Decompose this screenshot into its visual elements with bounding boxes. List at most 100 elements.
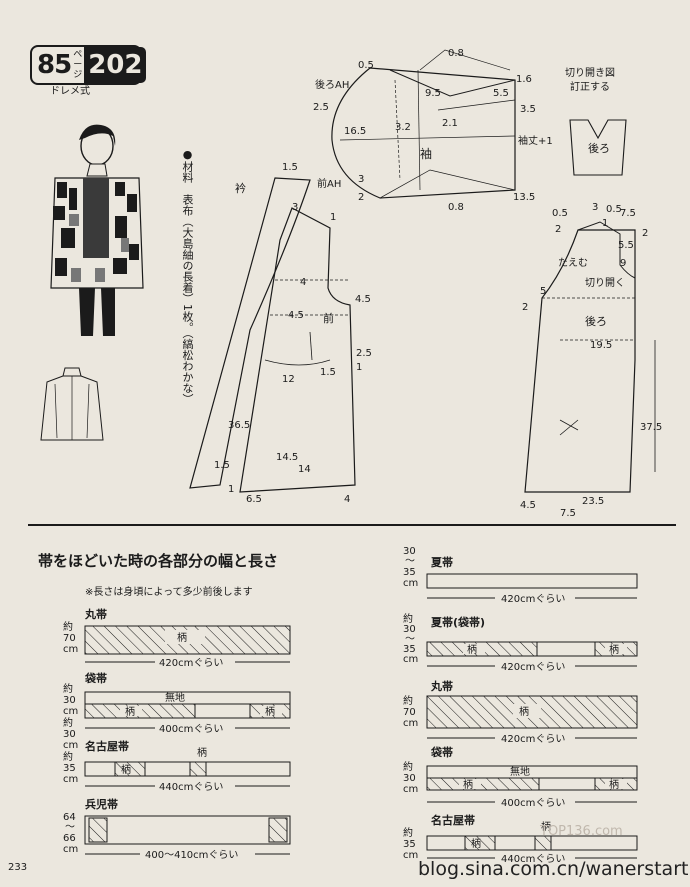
obi-pattern-label: 柄: [121, 763, 131, 776]
obi-width: cm: [63, 774, 78, 785]
dim: 1: [330, 212, 336, 223]
sleeve-front-ah: 前AH: [317, 177, 341, 190]
obi-section-title: 帯をほどいた時の各部分の幅と長さ: [38, 552, 279, 570]
correction-subtitle: 訂正する: [570, 80, 610, 93]
obi-width: 約: [403, 694, 413, 707]
dim: 4: [344, 494, 350, 505]
back-view-sketch: [40, 367, 104, 441]
obi-length: 420cmぐらい: [501, 593, 565, 605]
obi-pattern-label: 柄: [467, 643, 477, 656]
dim: 9: [620, 258, 626, 269]
dim: 0.5: [552, 208, 568, 219]
obi-width: 35: [403, 567, 416, 578]
model-number: 202: [84, 47, 147, 83]
obi-pattern-label: 柄: [463, 778, 473, 791]
obi-width: 70: [403, 707, 416, 718]
obi-width: 30: [403, 773, 416, 784]
dim: 0.5: [358, 60, 374, 71]
obi-width: 35: [63, 763, 76, 774]
page-number-label: 85: [37, 50, 72, 80]
style-label: ドレメ式: [50, 86, 90, 97]
pattern-number-badge: 85 ページ 202: [30, 45, 147, 85]
sleeve-labels: 後ろAH 前AH 袖 袖丈+1 0.5 0.8 1.6 2.5 9.5 5.5 …: [313, 48, 553, 213]
dim: 12: [282, 374, 295, 385]
sleeve-back-ah: 後ろAH: [315, 78, 349, 91]
obi-pattern-label: 柄: [177, 631, 187, 644]
dim: 3: [358, 174, 364, 185]
dim: 37.5: [640, 422, 662, 433]
dim: 13.5: [513, 192, 535, 203]
obi-width: 30: [63, 729, 76, 740]
obi-plain-label: 無地: [165, 691, 185, 704]
obi-width: 約: [403, 826, 413, 839]
obi-width: 30: [403, 546, 416, 557]
dim: 3: [592, 202, 598, 213]
obi-width: 35: [403, 644, 416, 655]
front-name: 前: [323, 311, 334, 325]
obi-width: cm: [403, 578, 418, 589]
section-divider: [28, 524, 676, 526]
obi-name: 夏帯(袋帯): [431, 615, 485, 629]
obi-width: cm: [63, 644, 78, 655]
obi-pattern-label: 柄: [541, 820, 551, 833]
obi-width: 70: [63, 633, 76, 644]
obi-length: 400〜410cmぐらい: [145, 849, 238, 861]
dim: 6.5: [246, 494, 262, 505]
obi-width: cm: [63, 740, 78, 751]
obi-length: 440cmぐらい: [501, 853, 565, 865]
dim: 1: [356, 362, 362, 373]
obi-width: 約: [403, 760, 413, 773]
obi-width: 35: [403, 839, 416, 850]
obi-width: 30: [403, 624, 416, 635]
back-pattern: [524, 221, 656, 493]
page-number: 233: [8, 862, 28, 873]
dim: 1.6: [516, 74, 532, 85]
dim: 5.5: [618, 240, 634, 251]
dim: 4.5: [355, 294, 371, 305]
obi-length: 420cmぐらい: [501, 733, 565, 745]
obi-right-column: 30 〜 35 cm 夏帯 420cmぐらい 約 30 〜 35 cm 夏帯(袋…: [403, 546, 638, 865]
obi-width: cm: [403, 784, 418, 795]
obi-name: 名古屋帯: [431, 813, 475, 827]
watermark-text: blog.sina.com.cn/wanerstart: [418, 858, 689, 880]
obi-width: cm: [63, 844, 78, 855]
obi-length: 400cmぐらい: [159, 723, 223, 735]
sleeve-name: 袖: [420, 146, 432, 161]
obi-width: 約: [403, 612, 413, 625]
obi-name: 袋帯: [430, 745, 453, 759]
dim: 16.5: [344, 126, 366, 137]
dim: 2.5: [356, 348, 372, 359]
dim: 2: [555, 224, 561, 235]
dim: 2.5: [313, 102, 329, 113]
obi-width: 約: [63, 620, 73, 633]
obi-width: cm: [403, 654, 418, 665]
obi-length: 420cmぐらい: [501, 661, 565, 673]
obi-width: 30: [63, 695, 76, 706]
obi-pattern-label: 柄: [519, 705, 529, 718]
correction-back-label: 後ろ: [588, 141, 610, 155]
obi-name: 夏帯: [431, 555, 453, 569]
front-pattern: [189, 177, 356, 493]
back-name: 後ろ: [585, 314, 607, 328]
dim: 1.5: [214, 460, 230, 471]
obi-width: 約: [63, 716, 73, 729]
obi-width: 約: [63, 682, 73, 695]
correction-title: 切り開き図: [565, 67, 615, 79]
obi-width: 〜: [405, 556, 415, 567]
obi-name: 名古屋帯: [85, 739, 129, 753]
dim: 19.5: [590, 340, 612, 351]
dim: 1: [228, 484, 234, 495]
obi-width: 〜: [65, 822, 75, 833]
obi-width: cm: [403, 718, 418, 729]
obi-plain-label: 無地: [510, 765, 530, 778]
obi-pattern-label: 柄: [609, 778, 619, 791]
dim: 3.5: [520, 104, 536, 115]
obi-pattern-label: 柄: [125, 705, 135, 718]
obi-width: cm: [403, 850, 418, 861]
dim: 4: [300, 277, 306, 288]
dim: 0.8: [448, 48, 464, 59]
obi-name: 兵児帯: [85, 797, 118, 811]
dim: 14.5: [276, 452, 298, 463]
collar-name: 衿: [235, 181, 246, 195]
obi-name: 袋帯: [84, 671, 107, 685]
